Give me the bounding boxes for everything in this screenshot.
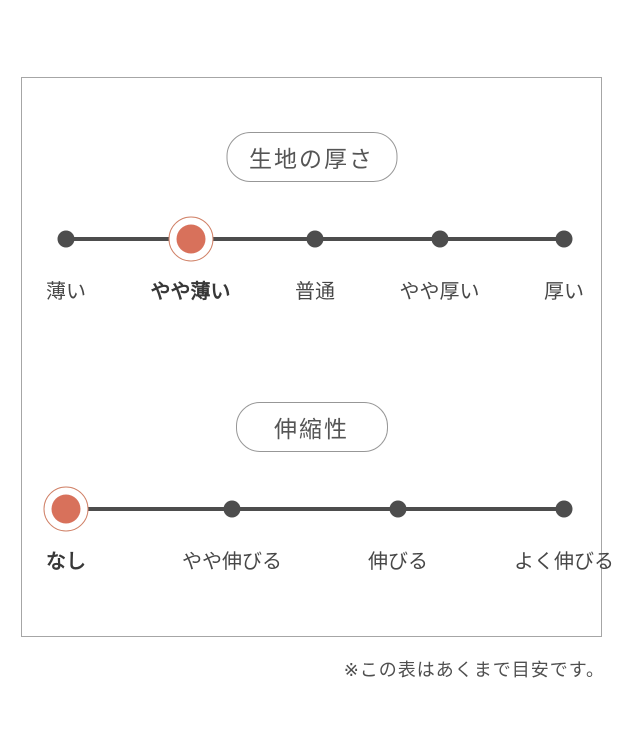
scale-option-label: 厚い	[544, 281, 584, 303]
stretch-title-pill: 伸縮性	[235, 402, 388, 452]
stretch-scale: 伸縮性 なし やや伸びる 伸びる よく伸びる	[22, 348, 614, 618]
scale-option-label: 普通	[295, 281, 335, 303]
scale-dot	[306, 230, 324, 248]
selected-dot	[176, 224, 205, 254]
stretch-labels-row: なし やや伸びる 伸びる よく伸びる	[46, 545, 614, 573]
scale-option-label: やや伸びる	[182, 551, 282, 573]
thickness-labels-row: 薄い やや薄い 普通 やや厚い 厚い	[46, 275, 584, 303]
scale-option-label: 伸びる	[368, 551, 428, 573]
scale-option-label: なし	[46, 551, 86, 573]
scale-option-label: やや厚い	[399, 281, 480, 303]
scale-dot	[223, 500, 241, 518]
fabric-thickness-scale: 生地の厚さ 薄い やや薄い 普通 やや厚い 厚い	[22, 78, 601, 348]
stretch-scale-line	[66, 507, 564, 511]
scale-option-label: やや薄い	[150, 281, 231, 303]
scale-dot	[57, 230, 75, 248]
scale-option-label: 薄い	[46, 281, 86, 303]
scale-option-label: よく伸びる	[514, 551, 614, 573]
footnote: ※この表はあくまで目安です。	[343, 660, 605, 680]
thickness-title: 生地の厚さ	[249, 146, 374, 172]
thickness-title-pill: 生地の厚さ	[226, 132, 397, 182]
scale-dot	[555, 500, 573, 518]
stretch-title: 伸縮性	[274, 416, 349, 442]
scale-dot	[555, 230, 573, 248]
spec-chart-box: 生地の厚さ 薄い やや薄い 普通 やや厚い 厚い 伸縮性 なし やや伸びる 伸びる よく伸びる	[21, 77, 614, 637]
scale-dot	[389, 500, 407, 518]
scale-dot	[431, 230, 448, 248]
selected-dot	[51, 494, 81, 524]
